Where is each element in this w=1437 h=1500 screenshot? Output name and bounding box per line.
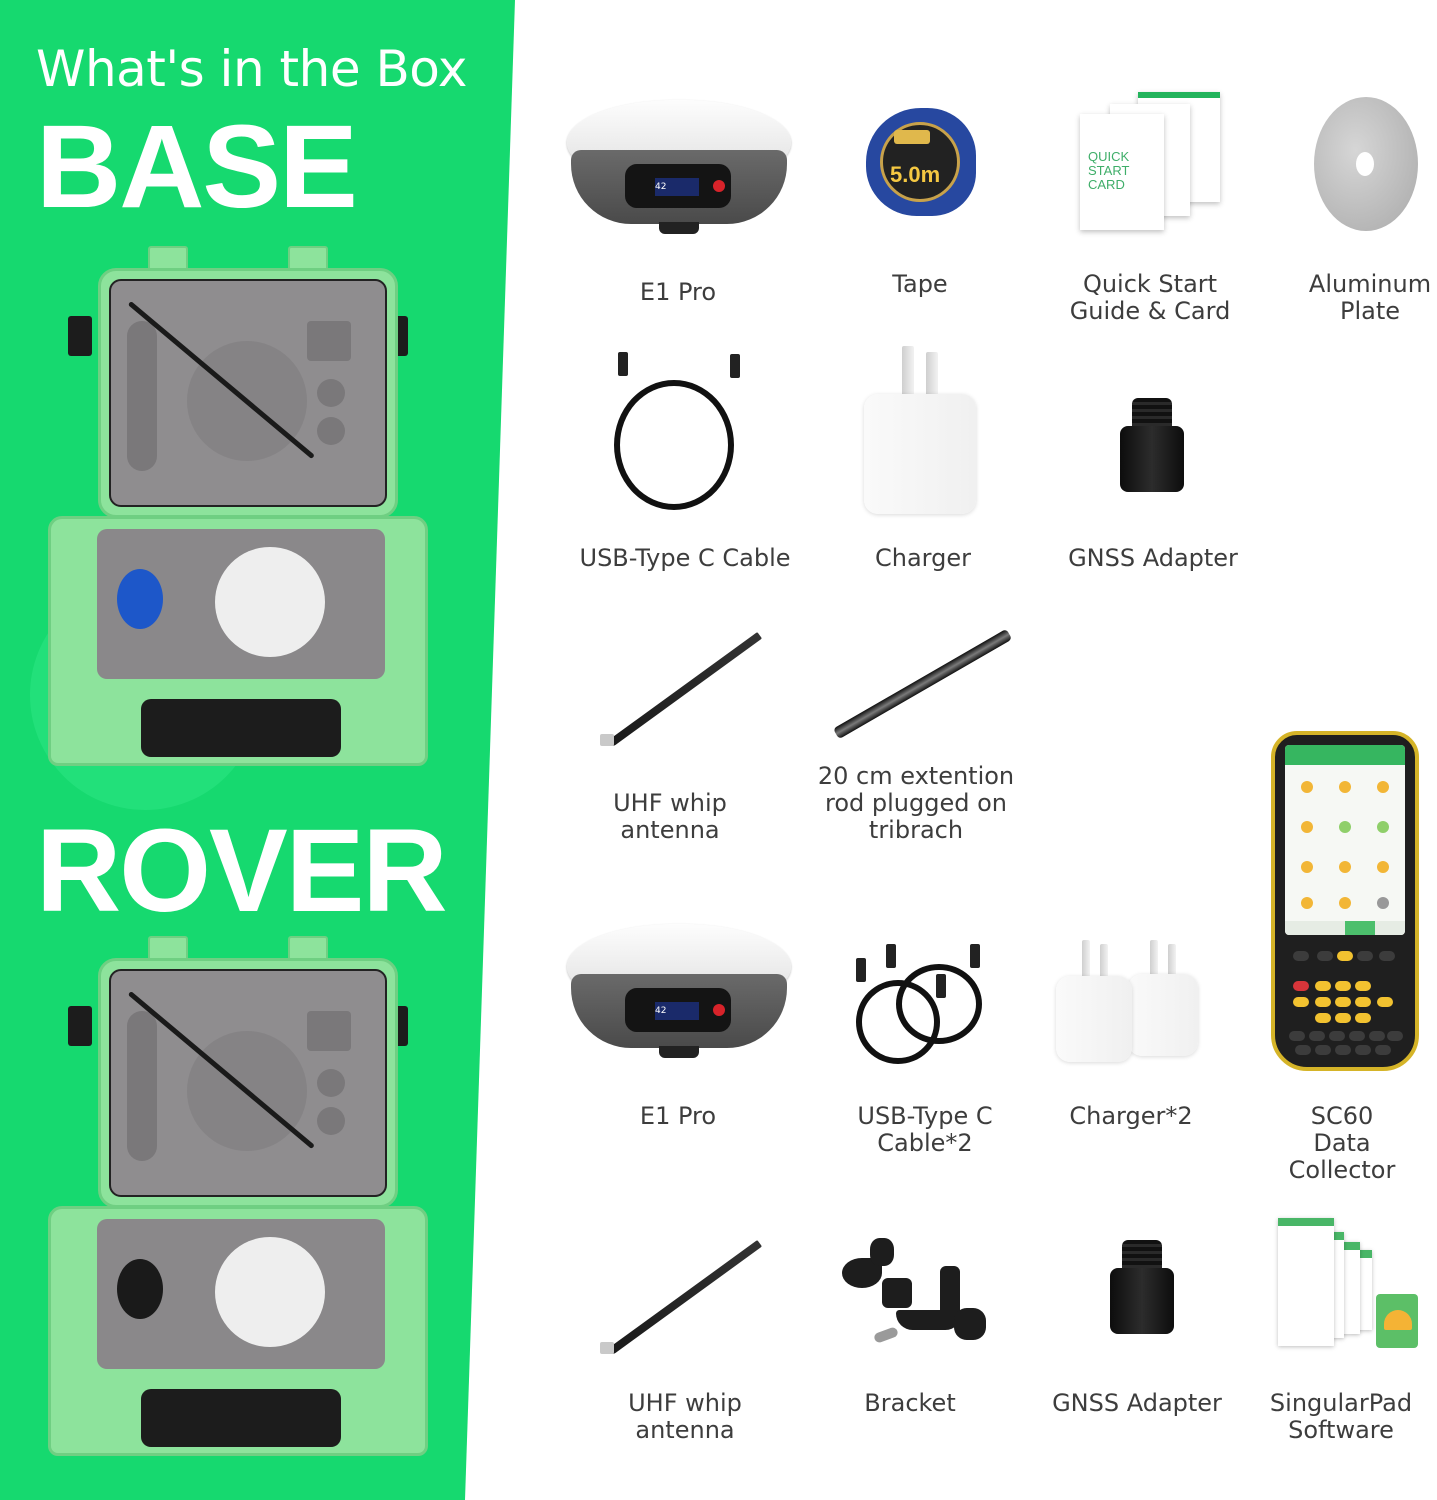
item-label-rover-gnss-adapter: GNSS Adapter	[1052, 1389, 1222, 1417]
foam-slot	[307, 321, 351, 361]
receiver-in-case	[215, 547, 325, 657]
disc-plate-icon	[1314, 97, 1418, 231]
case-lid	[98, 268, 398, 518]
section-title-rover: ROVER	[36, 805, 448, 937]
lid-foam	[109, 969, 387, 1197]
receiver-screen: 42	[655, 178, 699, 196]
tape-size-text: 5.0m	[890, 162, 941, 187]
foam-slot	[317, 1107, 345, 1135]
item-label-usb-cable: USB-Type C Cable	[579, 544, 791, 572]
item-label-tape: Tape	[892, 270, 948, 298]
section-title-base: BASE	[36, 101, 358, 233]
tape-in-case	[117, 569, 163, 629]
item-label-aluminum-plate: Aluminum Plate	[1308, 270, 1432, 325]
antenna-icon	[600, 632, 763, 750]
body-foam	[97, 1219, 385, 1369]
item-label-e1-pro: E1 Pro	[639, 278, 717, 306]
power-adapter-icon	[1128, 940, 1198, 1056]
power-adapter-icon	[1056, 940, 1132, 1064]
receiver-in-case	[215, 1237, 325, 1347]
item-label-uhf-antenna: UHF whip antenna	[613, 789, 727, 844]
bracket-in-case	[117, 1259, 163, 1319]
thread-adapter-icon	[1120, 398, 1184, 494]
case-latch	[68, 316, 92, 356]
item-label-bracket: Bracket	[864, 1389, 956, 1417]
case-body	[48, 516, 428, 766]
body-foam	[97, 529, 385, 679]
foam-slot	[317, 1069, 345, 1097]
case-handle	[141, 699, 341, 757]
software-app-icon	[1278, 1214, 1418, 1364]
receiver-screen: 42	[655, 1002, 699, 1020]
rover-hard-case-image	[48, 936, 428, 1456]
page-heading: What's in the Box	[36, 40, 467, 98]
gnss-receiver-icon: 42	[567, 100, 791, 240]
gnss-receiver-icon: 42	[567, 924, 791, 1064]
item-label-quick-start: Quick Start Guide & Card	[1069, 270, 1231, 325]
foam-slot	[127, 321, 157, 471]
power-adapter-icon	[864, 346, 976, 516]
collector-screen	[1285, 745, 1405, 935]
case-body	[48, 1206, 428, 1456]
thread-adapter-icon	[1110, 1240, 1174, 1336]
tape-measure-icon: 5.0m	[866, 108, 984, 220]
item-label-gnss-adapter: GNSS Adapter	[1068, 544, 1238, 572]
foam-slot	[317, 379, 345, 407]
item-label-sc60: SC60 Data Collector	[1288, 1102, 1396, 1184]
usb-cable-icon	[856, 944, 986, 1104]
case-lid	[98, 958, 398, 1208]
item-label-charger: Charger	[875, 544, 971, 572]
item-label-software: SingularPad Software	[1269, 1389, 1413, 1444]
item-label-charger-2: Charger*2	[1069, 1102, 1193, 1130]
item-label-rover-uhf-antenna: UHF whip antenna	[628, 1389, 742, 1444]
quick-start-card-text: QUICK START CARD	[1088, 149, 1130, 192]
base-hard-case-image	[48, 246, 428, 766]
handheld-controller-icon	[1271, 731, 1419, 1071]
foam-slot	[127, 1011, 157, 1161]
antenna-icon	[600, 1240, 763, 1358]
lid-foam	[109, 279, 387, 507]
document-icon: QUICK START CARD	[1080, 92, 1220, 232]
power-button-icon	[713, 180, 725, 192]
item-label-extension-rod: 20 cm extention rod plugged on tribrach	[817, 762, 1015, 844]
item-label-usb-cable-2: USB-Type C Cable*2	[857, 1102, 993, 1157]
case-handle	[141, 1389, 341, 1447]
power-button-icon	[713, 1004, 725, 1016]
pole-bracket-icon	[842, 1238, 992, 1368]
extension-rod-icon	[828, 628, 1013, 740]
foam-slot	[307, 1011, 351, 1051]
item-label-rover-e1-pro: E1 Pro	[639, 1102, 717, 1130]
foam-slot	[317, 417, 345, 445]
usb-cable-icon	[612, 350, 740, 510]
case-latch	[68, 1006, 92, 1046]
